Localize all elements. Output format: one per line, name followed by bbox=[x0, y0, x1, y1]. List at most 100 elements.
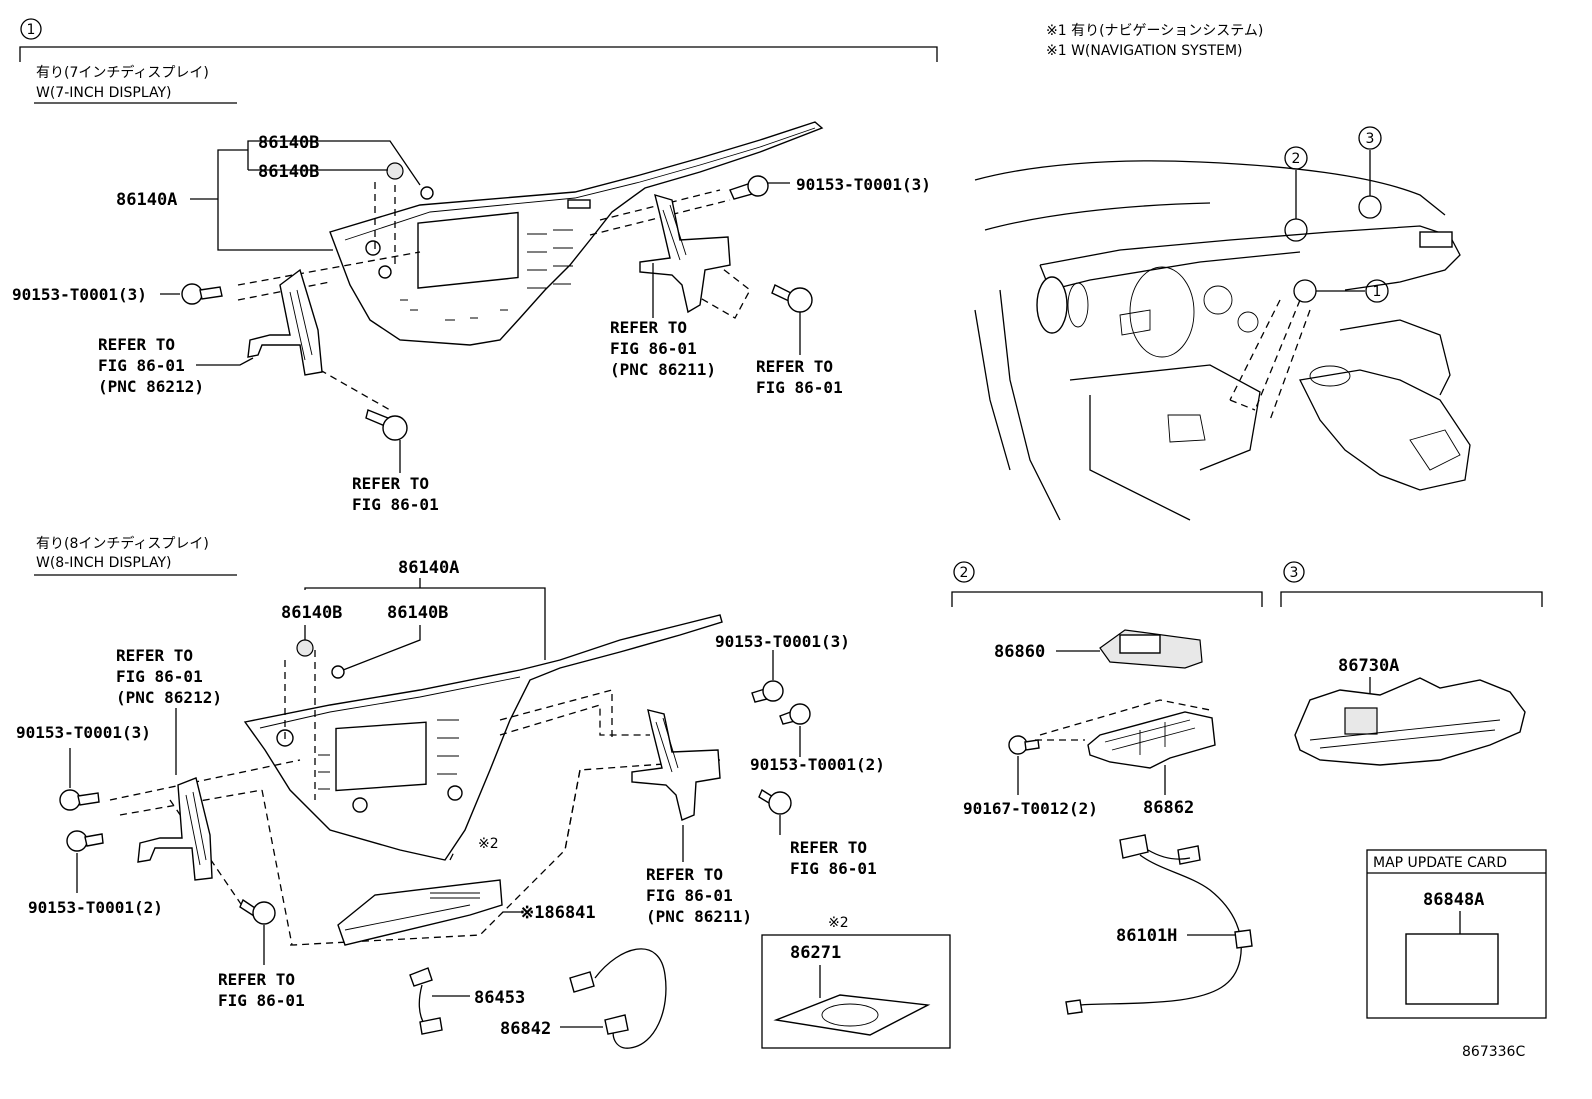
ref8-mid: REFER TO FIG 86-01 (PNC 86211) bbox=[646, 865, 752, 926]
callout-2-header: 2 bbox=[953, 561, 975, 583]
display8-jp: 有り(8インチディスプレイ) bbox=[36, 535, 209, 552]
svg-text:FIG 86-01: FIG 86-01 bbox=[98, 356, 185, 375]
label8-86140A: 86140A bbox=[398, 558, 459, 578]
screw-90167 bbox=[1008, 735, 1040, 755]
callout-1-label: 1 bbox=[27, 22, 36, 38]
svg-text:REFER TO: REFER TO bbox=[116, 646, 193, 665]
label-86101H: 86101H bbox=[1116, 926, 1177, 946]
label7-86140B-1: 86140B bbox=[258, 133, 319, 153]
view-callout-1: 1 bbox=[1373, 284, 1382, 300]
svg-text:REFER TO: REFER TO bbox=[352, 474, 429, 493]
label7-86140A: 86140A bbox=[116, 190, 177, 210]
svg-text:(PNC 86212): (PNC 86212) bbox=[98, 377, 204, 396]
vehicle-interior-view: 2 3 1 bbox=[974, 126, 1471, 521]
screw-8-topright bbox=[751, 680, 784, 703]
label8-86140B-1: 86140B bbox=[281, 603, 342, 623]
ref8-bottomleft: REFER TO FIG 86-01 bbox=[218, 970, 305, 1010]
ref7-left: REFER TO FIG 86-01 (PNC 86212) bbox=[98, 335, 204, 396]
label-86860: 86860 bbox=[994, 642, 1045, 662]
box2-frame bbox=[761, 934, 951, 1049]
map-card-part: 86848A bbox=[1423, 890, 1484, 910]
part-86860 bbox=[1099, 629, 1203, 669]
svg-text:REFER TO: REFER TO bbox=[218, 970, 295, 989]
screw-8-bottomleft bbox=[239, 898, 276, 925]
svg-text:FIG 86-01: FIG 86-01 bbox=[790, 859, 877, 878]
ref7-mid: REFER TO FIG 86-01 (PNC 86211) bbox=[610, 318, 716, 379]
cable-86453 bbox=[409, 967, 443, 1035]
callout-1-header: 1 bbox=[20, 18, 42, 40]
svg-text:FIG 86-01: FIG 86-01 bbox=[646, 886, 733, 905]
svg-text:3: 3 bbox=[1290, 565, 1299, 581]
screw-7-left bbox=[181, 283, 223, 305]
screw-8-right2 bbox=[779, 703, 811, 725]
svg-text:(PNC 86211): (PNC 86211) bbox=[610, 360, 716, 379]
display7-jp: 有り(7インチディスプレイ) bbox=[36, 64, 209, 81]
ref7-right: REFER TO FIG 86-01 bbox=[756, 357, 843, 397]
label8-86140B-2: 86140B bbox=[387, 603, 448, 623]
svg-text:(PNC 86211): (PNC 86211) bbox=[646, 907, 752, 926]
label-86730A: 86730A bbox=[1338, 656, 1399, 676]
group-1-bracket bbox=[19, 46, 938, 62]
label8-screw-left2: 90153-T0001(2) bbox=[28, 898, 163, 917]
label8-86453: 86453 bbox=[474, 988, 525, 1008]
nav-ecu-86841 bbox=[337, 879, 503, 946]
label8-screw-right2: 90153-T0001(2) bbox=[750, 755, 885, 774]
ref7-bottom: REFER TO FIG 86-01 bbox=[352, 474, 439, 514]
svg-text:REFER TO: REFER TO bbox=[610, 318, 687, 337]
label-90167: 90167-T0012(2) bbox=[963, 799, 1098, 818]
map-card-title: MAP UPDATE CARD bbox=[1373, 855, 1507, 871]
bracket-7-left bbox=[247, 268, 323, 376]
label8-86841: ※186841 bbox=[520, 903, 596, 923]
box2-part: 86271 bbox=[790, 943, 841, 963]
svg-text:REFER TO: REFER TO bbox=[98, 335, 175, 354]
group-2-bracket bbox=[951, 591, 1263, 607]
svg-text:REFER TO: REFER TO bbox=[756, 357, 833, 376]
svg-text:FIG 86-01: FIG 86-01 bbox=[756, 378, 843, 397]
screw-8-left1 bbox=[59, 789, 100, 811]
callout-3-header: 3 bbox=[1283, 561, 1305, 583]
svg-text:2: 2 bbox=[960, 565, 969, 581]
bracket-8-left bbox=[137, 777, 213, 881]
group-3-bracket bbox=[1280, 591, 1543, 607]
part-86862 bbox=[1087, 711, 1216, 769]
svg-text:FIG 86-01: FIG 86-01 bbox=[218, 991, 305, 1010]
bracket-7-right bbox=[639, 193, 731, 314]
panel-7inch bbox=[329, 121, 824, 346]
label8-86842: 86842 bbox=[500, 1019, 551, 1039]
screw-7-bottom bbox=[365, 409, 408, 441]
label-86862: 86862 bbox=[1143, 798, 1194, 818]
svg-text:(PNC 86212): (PNC 86212) bbox=[116, 688, 222, 707]
nav-note-jp: ※1 有り(ナビゲーションシステム) bbox=[1046, 23, 1263, 39]
label7-screw-left: 90153-T0001(3) bbox=[12, 285, 147, 304]
label8-screw-left1: 90153-T0001(3) bbox=[16, 723, 151, 742]
screw-7-rightlow bbox=[771, 284, 813, 313]
svg-text:FIG 86-01: FIG 86-01 bbox=[352, 495, 439, 514]
illustration-id: 867336C bbox=[1462, 1044, 1525, 1060]
map-card-shape bbox=[1405, 933, 1499, 1005]
label8-note2: ※2 bbox=[478, 836, 499, 852]
svg-text:REFER TO: REFER TO bbox=[790, 838, 867, 857]
ref8-right: REFER TO FIG 86-01 bbox=[790, 838, 877, 878]
map-update-card-box bbox=[1366, 849, 1547, 1019]
screw-8-left2 bbox=[66, 830, 104, 852]
view-callout-2: 2 bbox=[1292, 151, 1301, 167]
svg-text:REFER TO: REFER TO bbox=[646, 865, 723, 884]
harness-86101H bbox=[1065, 834, 1253, 1015]
view-callout-3: 3 bbox=[1366, 131, 1375, 147]
bracket-8-right bbox=[631, 709, 721, 821]
ref8-topleft: REFER TO FIG 86-01 (PNC 86212) bbox=[116, 646, 222, 707]
svg-text:FIG 86-01: FIG 86-01 bbox=[116, 667, 203, 686]
label7-86140B-2: 86140B bbox=[258, 162, 319, 182]
cable-86842 bbox=[569, 948, 667, 1049]
display7-en: W(7-INCH DISPLAY) bbox=[36, 85, 171, 101]
panel-8inch bbox=[243, 614, 723, 861]
svg-text:FIG 86-01: FIG 86-01 bbox=[610, 339, 697, 358]
label8-screw-topright: 90153-T0001(3) bbox=[715, 632, 850, 651]
box2-mark: ※2 bbox=[828, 915, 849, 931]
screw-7-right bbox=[729, 175, 769, 200]
nav-note-en: ※1 W(NAVIGATION SYSTEM) bbox=[1046, 43, 1242, 59]
display8-en: W(8-INCH DISPLAY) bbox=[36, 555, 171, 571]
screw-8-rightlow bbox=[758, 788, 792, 815]
map-disc-86271 bbox=[773, 965, 931, 1036]
